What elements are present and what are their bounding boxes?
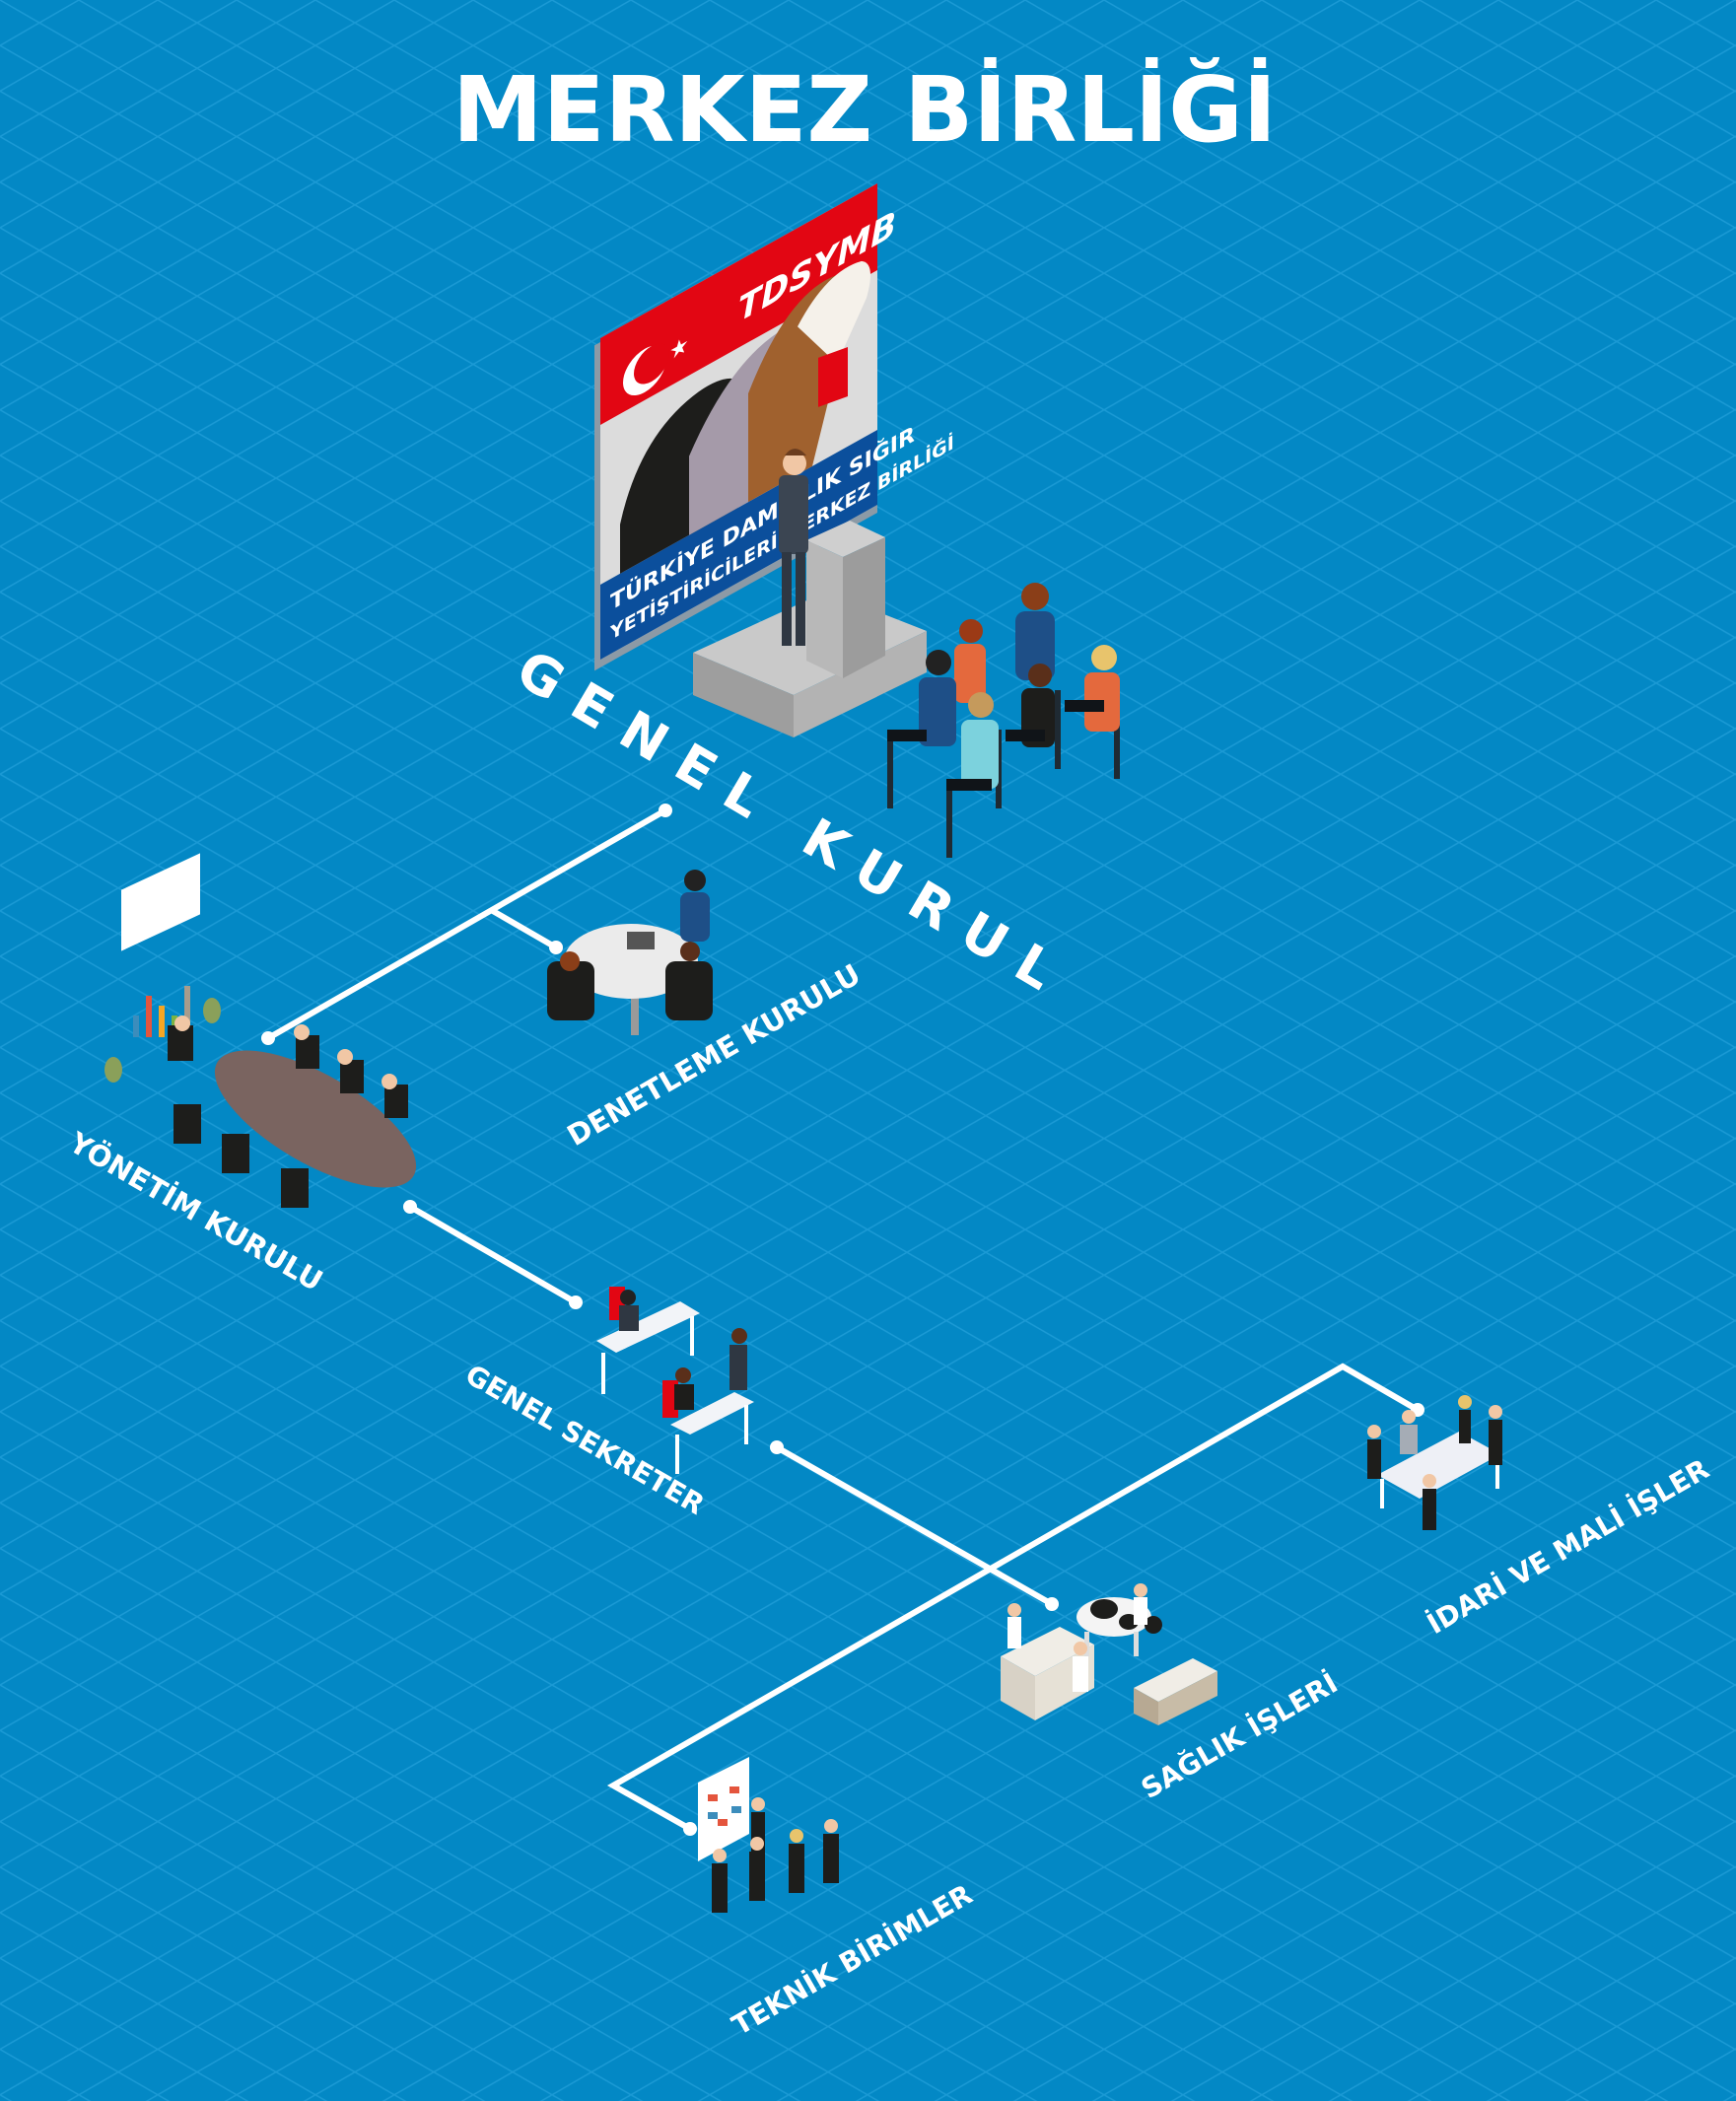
cow-icon bbox=[1076, 1597, 1162, 1656]
person bbox=[954, 619, 986, 703]
person bbox=[919, 650, 956, 746]
cows-illustration bbox=[620, 260, 870, 574]
person bbox=[961, 692, 999, 789]
lectern bbox=[806, 521, 885, 557]
administration-illustration bbox=[1367, 1395, 1502, 1530]
audit-board-illustration bbox=[547, 870, 713, 1035]
presentation-chart bbox=[121, 853, 200, 951]
person bbox=[1015, 583, 1055, 680]
speaker-stage bbox=[693, 346, 927, 737]
tdsymb-banner: ★ TDSYMB TÜRKİYE DAMIZLIK SIĞIR YETİŞTİR… bbox=[594, 182, 954, 671]
lectern-poster bbox=[818, 346, 848, 407]
speaker-figure bbox=[779, 449, 808, 646]
audience-illustration bbox=[887, 583, 1120, 858]
page-title: MERKEZ BİRLİĞİ bbox=[452, 55, 1277, 163]
health-lab-illustration bbox=[1001, 1583, 1217, 1725]
secretariat-illustration bbox=[596, 1287, 754, 1474]
technical-units-illustration bbox=[698, 1757, 839, 1913]
board-meeting-illustration bbox=[104, 853, 417, 1208]
star-icon: ★ bbox=[669, 329, 689, 366]
flowchart-board bbox=[698, 1757, 749, 1861]
